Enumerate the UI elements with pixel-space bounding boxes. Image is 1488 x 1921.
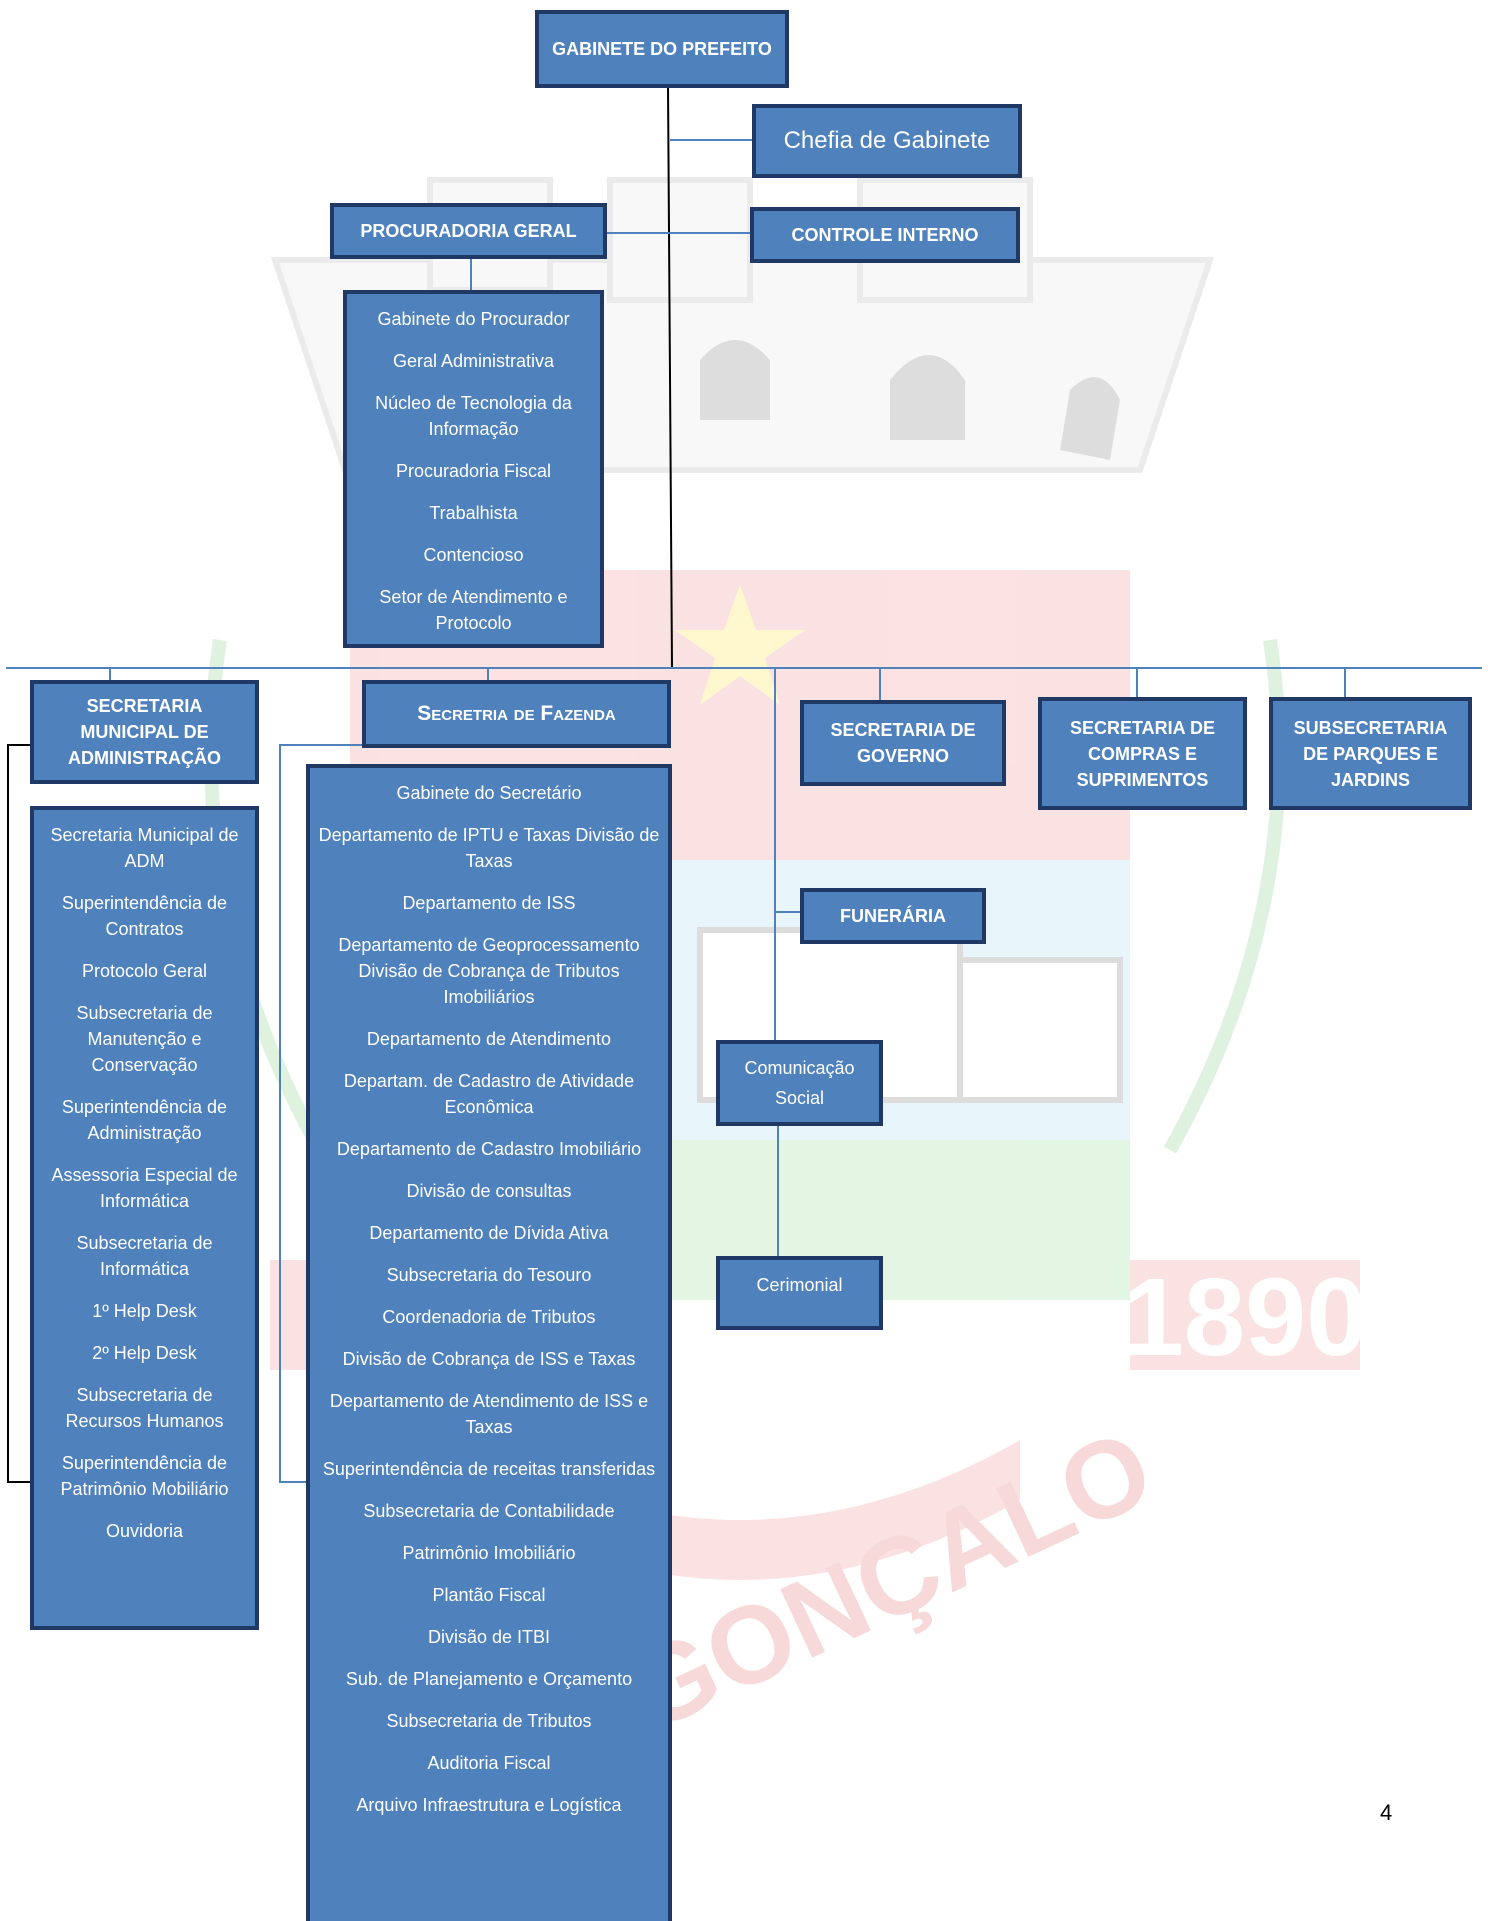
administracao-title: SECRETARIA MUNICIPAL DE ADMINISTRAÇÃO [68, 696, 221, 768]
list-item: Departamento de Cadastro Imobiliário [336, 1139, 642, 1159]
list-item: Superintendência de Administração [61, 1097, 228, 1143]
watermark-name: GONÇALO [609, 1406, 1171, 1755]
list-item: Setor de Atendimento e Protocolo [379, 587, 568, 633]
gabinete-prefeito-label: GABINETE DO PREFEITO [552, 39, 772, 59]
list-item: Contencioso [423, 545, 524, 565]
list-item: Trabalhista [429, 503, 518, 523]
list-item: Divisão de Cobrança de ISS e Taxas [342, 1349, 636, 1369]
list-item: Assessoria Especial de Informática [51, 1165, 238, 1211]
list-item: Procuradoria Fiscal [395, 461, 552, 481]
controle-interno-box: CONTROLE INTERNO [750, 207, 1020, 263]
list-item: Superintendência de receitas transferida… [322, 1459, 656, 1479]
list-item: 1º Help Desk [92, 1301, 197, 1321]
procuradoria-geral-label: PROCURADORIA GERAL [360, 221, 577, 241]
list-item: Subsecretaria do Tesouro [386, 1265, 592, 1285]
funeraria-label: FUNERÁRIA [840, 906, 946, 926]
list-item: Patrimônio Imobiliário [402, 1543, 576, 1563]
list-item: Subsecretaria de Tributos [386, 1711, 592, 1731]
administracao-header-box: SECRETARIA MUNICIPAL DE ADMINISTRAÇÃO [30, 680, 259, 784]
list-item: Secretaria Municipal de ADM [50, 825, 239, 871]
list-item: Departam. de Cadastro de Atividade Econô… [343, 1071, 635, 1117]
page-number: 4 [1380, 1800, 1393, 1825]
list-item: Arquivo Infraestrutura e Logística [356, 1795, 622, 1815]
list-item: Departamento de ISS [402, 893, 576, 913]
cerimonial-box: Cerimonial [716, 1256, 883, 1330]
list-item: Departamento de Dívida Ativa [369, 1223, 609, 1243]
list-item: Subsecretaria de Recursos Humanos [65, 1385, 224, 1431]
fazenda-title: Secretria de Fazenda [417, 702, 616, 725]
governo-box: SECRETARIA DE GOVERNO [800, 700, 1006, 786]
procuradoria-geral-box: PROCURADORIA GERAL [330, 203, 607, 259]
list-item: Superintendência de Contratos [61, 893, 228, 939]
comunicacao-box: Comunicação Social [716, 1040, 883, 1126]
governo-label: SECRETARIA DE GOVERNO [830, 720, 976, 766]
list-item: Superintendência de Patrimônio Mobiliári… [60, 1453, 229, 1499]
list-item: Coordenadoria de Tributos [382, 1307, 596, 1327]
administracao-items-box: Secretaria Municipal de ADM Superintendê… [30, 806, 259, 1630]
list-item: Geral Administrativa [392, 351, 555, 371]
funeraria-box: FUNERÁRIA [800, 888, 986, 944]
cerimonial-label: Cerimonial [756, 1275, 843, 1295]
list-item: Divisão de consultas [406, 1181, 572, 1201]
compras-label: SECRETARIA DE COMPRAS E SUPRIMENTOS [1069, 717, 1215, 790]
list-item: Gabinete do Procurador [377, 309, 570, 329]
watermark-year: 1890 [1123, 1256, 1368, 1379]
compras-box: SECRETARIA DE COMPRAS E SUPRIMENTOS [1038, 697, 1247, 810]
list-item: Departamento de IPTU e Taxas Divisão de … [318, 825, 660, 871]
list-item: Subsecretaria de Contabilidade [363, 1501, 615, 1521]
list-item: Subsecretaria de Manutenção e Conservaçã… [76, 1003, 213, 1075]
list-item: Departamento de Geoprocessamento Divisão… [338, 935, 640, 1007]
list-item: Ouvidoria [105, 1521, 184, 1541]
controle-interno-label: CONTROLE INTERNO [791, 225, 979, 245]
list-item: Núcleo de Tecnologia da Informação [375, 393, 572, 439]
list-item: Gabinete do Secretário [396, 783, 582, 803]
fazenda-header-box: Secretria de Fazenda [362, 680, 671, 748]
list-item: Departamento de Atendimento [366, 1029, 612, 1049]
list-item: Protocolo Geral [81, 961, 208, 981]
fazenda-items-box: Gabinete do Secretário Departamento de I… [306, 764, 672, 1921]
list-item: Auditoria Fiscal [427, 1753, 551, 1773]
chefia-gabinete-label: Chefia de Gabinete [783, 127, 991, 154]
parques-label: SUBSECRETARIA DE PARQUES E JARDINS [1293, 717, 1448, 790]
list-item: Divisão de ITBI [427, 1627, 551, 1647]
comunicacao-label: Comunicação Social [744, 1058, 855, 1108]
list-item: Departamento de Atendimento de ISS e Tax… [329, 1391, 649, 1437]
procuradoria-items-box: Gabinete do Procurador Geral Administrat… [343, 290, 604, 648]
gabinete-prefeito-box: GABINETE DO PREFEITO [535, 10, 789, 88]
list-item: Sub. de Planejamento e Orçamento [345, 1669, 633, 1689]
parques-box: SUBSECRETARIA DE PARQUES E JARDINS [1269, 697, 1472, 810]
list-item: Plantão Fiscal [432, 1585, 546, 1605]
chefia-gabinete-box: Chefia de Gabinete [752, 104, 1022, 178]
list-item: 2º Help Desk [92, 1343, 197, 1363]
list-item: Subsecretaria de Informática [76, 1233, 213, 1279]
